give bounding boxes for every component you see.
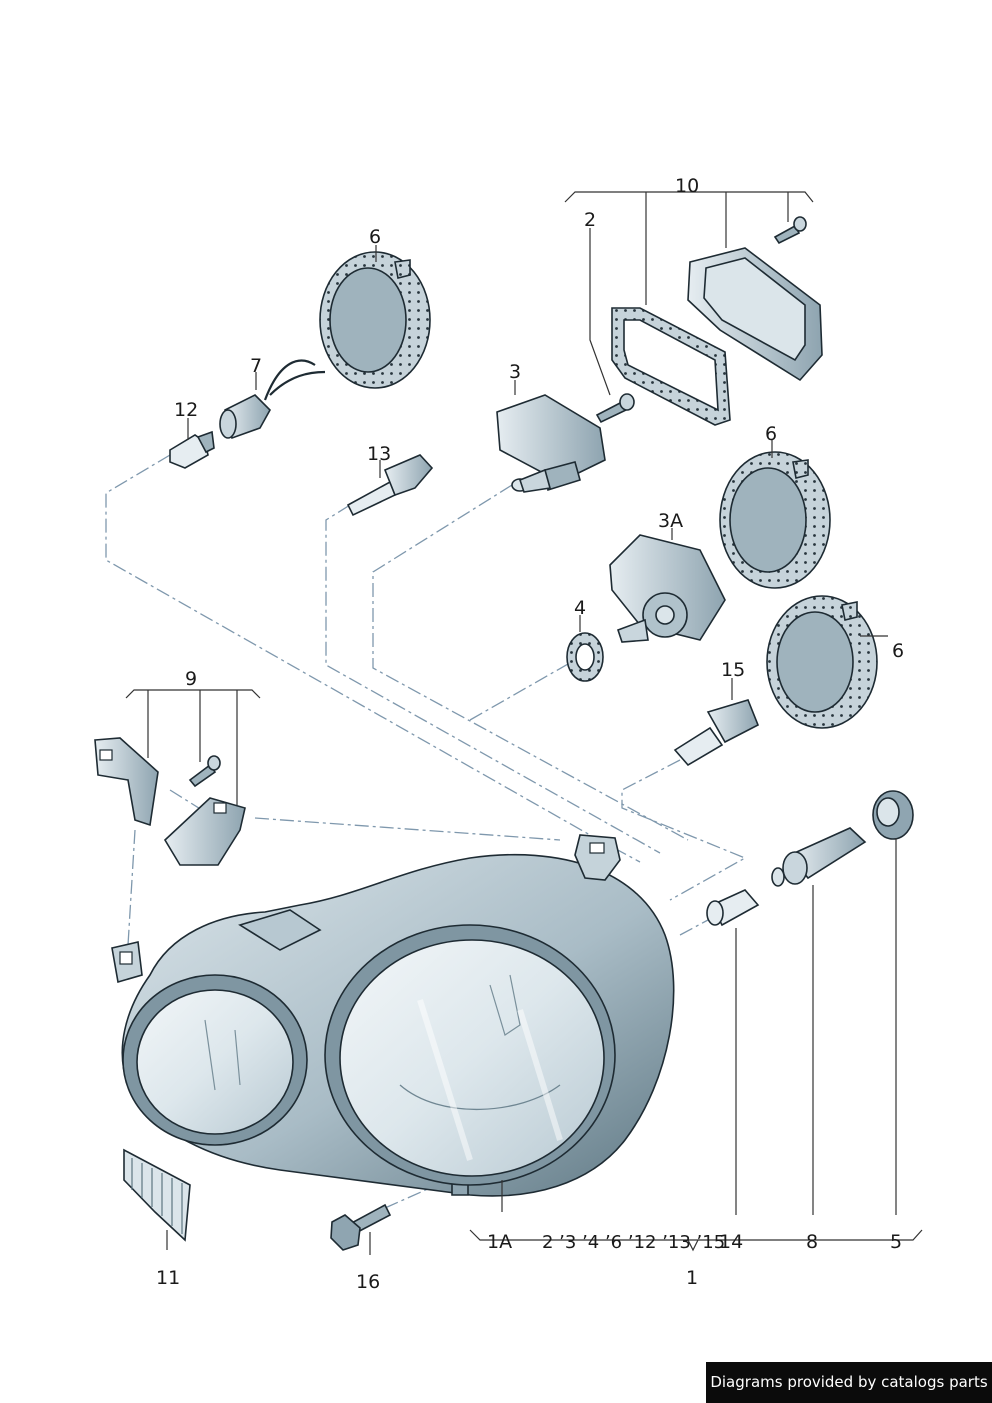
screw-2 — [595, 393, 635, 424]
socket-5 — [872, 790, 914, 840]
cover-seal — [611, 307, 731, 426]
cap-6-middle — [719, 451, 831, 589]
label-6-lower: 6 — [892, 640, 904, 662]
part-labels: 10 2 6 7 3 12 6 13 3A 4 6 15 9 1A 2 ’3 ’… — [156, 175, 904, 1293]
credit-banner: Diagrams provided by catalogs parts — [706, 1362, 992, 1403]
label-14: 14 — [719, 1231, 743, 1253]
label-5: 5 — [890, 1231, 902, 1253]
label-12: 12 — [174, 399, 198, 421]
bulb-holder-wiring — [219, 359, 326, 440]
housing-cover — [687, 247, 823, 382]
cap-6-top — [319, 251, 431, 389]
assembly-lines — [105, 454, 747, 1209]
adjusting-motor — [496, 394, 606, 493]
label-15: 15 — [721, 659, 745, 681]
label-1: 1 — [686, 1267, 698, 1289]
screw-16 — [330, 1203, 392, 1251]
cover-strip-11 — [123, 1148, 191, 1242]
bulb-14 — [706, 889, 760, 927]
label-2: 2 — [584, 209, 596, 231]
label-3a: 3A — [658, 510, 683, 532]
headlight-housing — [111, 834, 675, 1197]
bracket-9-left — [94, 737, 159, 827]
bulb-12 — [169, 430, 215, 469]
bulb-15 — [673, 699, 760, 767]
label-9: 9 — [185, 668, 197, 690]
adjusting-motor-3a — [609, 534, 726, 643]
screw-9 — [188, 755, 221, 788]
cap-6-lower — [766, 595, 878, 729]
label-6-top: 6 — [369, 226, 381, 248]
label-bottom-set: 2 ’3 ’4 ’6 ’12 ’13 ’15 — [542, 1232, 725, 1253]
label-10: 10 — [675, 175, 699, 197]
bulb-13 — [346, 454, 434, 517]
label-8: 8 — [806, 1231, 818, 1253]
label-16: 16 — [356, 1271, 380, 1293]
label-3: 3 — [509, 361, 521, 383]
label-1a: 1A — [487, 1231, 512, 1253]
label-11: 11 — [156, 1267, 180, 1289]
bulb-holder-8 — [771, 827, 867, 887]
leader-lines — [125, 191, 923, 1255]
label-7: 7 — [250, 355, 262, 377]
label-13: 13 — [367, 443, 391, 465]
label-4: 4 — [574, 597, 586, 619]
screw-10 — [773, 216, 807, 245]
gasket-ring — [566, 632, 604, 682]
label-6-middle: 6 — [765, 423, 777, 445]
bracket-9-right — [163, 797, 246, 866]
